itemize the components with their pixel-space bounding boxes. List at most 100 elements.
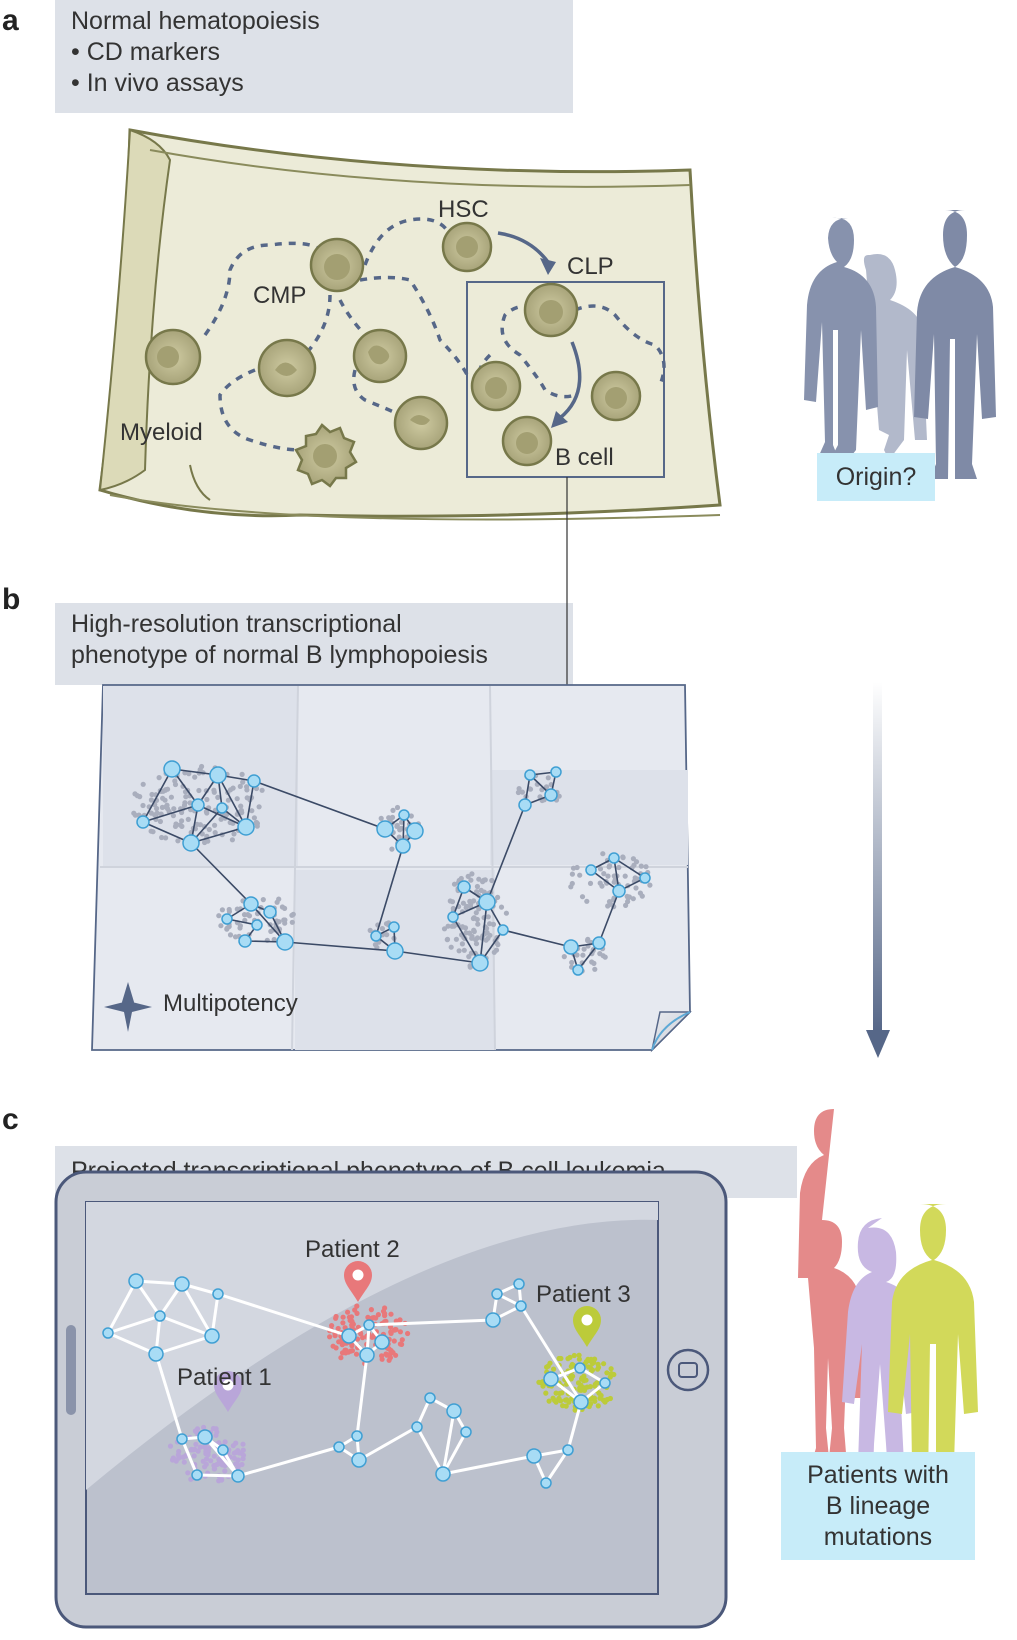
cloud-point (597, 951, 603, 957)
cloud-point (350, 1321, 356, 1327)
cloud-point (503, 910, 509, 916)
cloud-point (449, 899, 456, 905)
cloud-point (463, 905, 469, 911)
graph-edge (394, 950, 481, 964)
graph-edge (355, 1354, 369, 1437)
down-arrow (866, 682, 890, 1058)
graph-node (562, 1444, 574, 1456)
cloud-point (149, 791, 155, 798)
cloud-point (233, 1440, 239, 1446)
cloud-point (601, 1361, 607, 1367)
cloud-point (173, 1458, 179, 1464)
b-cell (501, 415, 553, 467)
cloud-point (397, 1329, 403, 1335)
cloud-point (576, 1352, 582, 1358)
cloud-point (489, 877, 495, 884)
cloud-point (347, 1317, 353, 1323)
cloud-point (571, 1352, 577, 1359)
panel-b-title-line-2: phenotype of normal B lymphopoiesis (71, 641, 488, 669)
cloud-point (215, 794, 221, 801)
myeloid-cell-3 (352, 328, 408, 384)
cloud-point (211, 1462, 217, 1469)
cloud-point (399, 1337, 405, 1343)
cloud-point (592, 966, 598, 972)
graph-node (395, 838, 411, 854)
graph-node (424, 1392, 436, 1404)
cloud-point (630, 896, 636, 902)
cloud-point (608, 901, 614, 907)
cloud-point (586, 1364, 592, 1370)
b-progenitor-cell-2 (590, 370, 642, 422)
graph-node (446, 1403, 462, 1419)
cloud-point (211, 787, 217, 793)
graph-node (491, 1288, 503, 1300)
cloud-point (289, 912, 295, 918)
graph-node (376, 820, 394, 838)
cloud-point (465, 873, 471, 880)
cloud-point (625, 895, 631, 901)
cloud-point (234, 906, 240, 912)
cloud-point (601, 871, 607, 877)
graph-node (243, 896, 259, 912)
cloud-point (201, 1424, 207, 1430)
graph-node (599, 1377, 611, 1389)
cloud-point (181, 1459, 187, 1465)
panel-letter-a: a (2, 4, 19, 37)
graph-node (639, 872, 651, 884)
label-bcell: B cell (555, 444, 614, 471)
cloud-point (453, 936, 459, 942)
tablet-graph-nodes (102, 1273, 611, 1489)
panel-letter-b: b (2, 583, 21, 616)
graph-node (411, 1421, 423, 1433)
graph-edge (237, 1445, 340, 1478)
graph-node (388, 921, 400, 933)
cloud-point (371, 1315, 377, 1321)
patient-2-pin-icon (344, 1261, 372, 1302)
parchment-scroll (98, 128, 722, 521)
cloud-point (470, 915, 476, 922)
graph-node (238, 934, 252, 948)
cloud-point (569, 871, 576, 877)
cloud-point (182, 800, 188, 806)
cloud-point (183, 794, 189, 800)
panel-a-title-line-1: Normal hematopoiesis (71, 7, 320, 35)
graph-edge (375, 845, 404, 937)
graph-node (276, 933, 294, 951)
tablet-device (54, 1170, 728, 1629)
patients-mutation-box: Patients with B lineage mutations (781, 1452, 975, 1560)
cloud-point (475, 921, 481, 927)
cloud-point (398, 825, 404, 831)
label-patient-3: Patient 3 (536, 1281, 631, 1308)
cloud-point (237, 925, 243, 931)
cloud-point (190, 1447, 197, 1453)
cloud-point (480, 879, 486, 885)
graph-node (398, 809, 410, 821)
cloud-point (282, 905, 288, 912)
graph-edge (479, 901, 488, 964)
cloud-point (354, 1310, 360, 1316)
graph-edge (180, 1283, 214, 1337)
cloud-point (227, 932, 234, 938)
cloud-point (579, 1384, 585, 1390)
myeloid-cell-2 (257, 338, 317, 398)
cloud-point (225, 797, 231, 803)
graph-node (247, 774, 261, 788)
cloud-point (197, 822, 203, 828)
cloud-point (170, 813, 176, 819)
graph-node (128, 1273, 144, 1289)
cloud-point (391, 1338, 397, 1344)
graph-node (197, 1429, 213, 1445)
cloud-point (367, 927, 373, 934)
cloud-point (342, 1347, 348, 1353)
cloud-point (212, 822, 218, 828)
cloud-point (208, 1458, 214, 1464)
cloud-point (335, 1325, 341, 1332)
graph-node (351, 1452, 367, 1468)
cloud-point (546, 1398, 552, 1404)
cloud-point (585, 936, 591, 942)
cloud-point (333, 1345, 339, 1351)
graph-node (263, 905, 277, 919)
graph-node (526, 1448, 542, 1464)
cloud-point (388, 1329, 394, 1335)
